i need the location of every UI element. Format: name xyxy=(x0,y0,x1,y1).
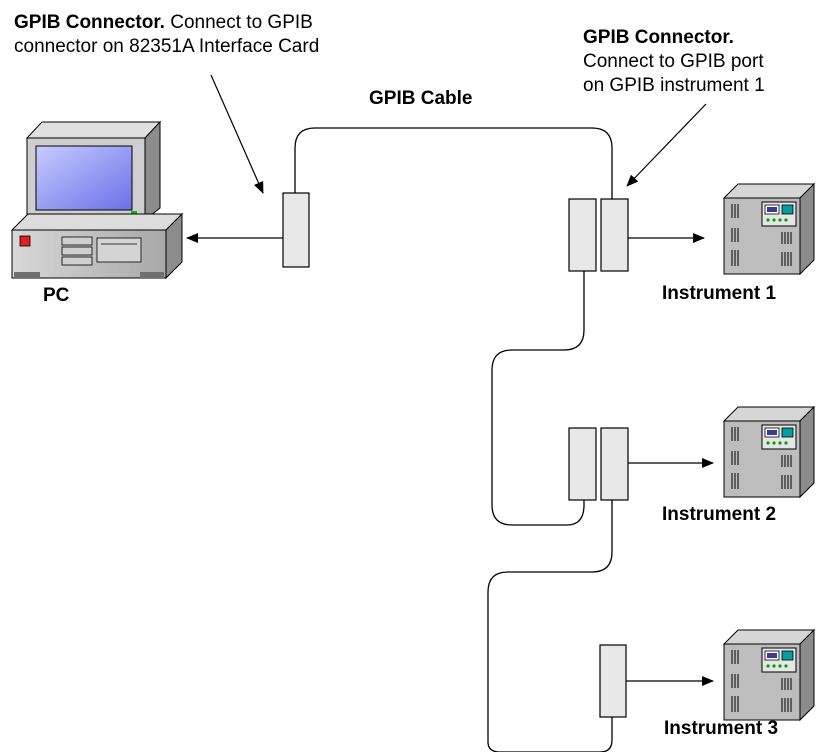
gpib-cable-middle xyxy=(491,271,585,526)
instrument-3-icon xyxy=(723,629,815,721)
instrument-connector-callout-arrow xyxy=(626,103,707,187)
pc-connector-desc2: connector on 82351A Interface Card xyxy=(14,36,319,57)
pc-connector-callout-arrow xyxy=(210,74,264,194)
instrument-1-connector-right xyxy=(600,198,629,272)
instrument-1-label: Instrument 1 xyxy=(662,283,776,304)
instrument-2-connector-left xyxy=(568,427,597,501)
instrument-connector-desc2: on GPIB instrument 1 xyxy=(583,75,765,96)
pc-connector-callout-line1: GPIB Connector. Connect to GPIB xyxy=(14,12,313,33)
instrument-1-connector-left xyxy=(568,198,597,272)
gpib-cable-bottom xyxy=(487,500,613,752)
pc-connector-desc1: Connect to GPIB xyxy=(165,12,313,33)
instrument-3-label: Instrument 3 xyxy=(664,718,778,739)
desktop-computer-icon xyxy=(10,120,184,280)
gpib-cable-top xyxy=(294,127,613,200)
pc-label: PC xyxy=(43,285,70,306)
gpib-cable-label: GPIB Cable xyxy=(369,88,472,109)
pc-gpib-connector xyxy=(282,192,310,268)
instrument-1-icon xyxy=(723,183,815,275)
instrument-2-label: Instrument 2 xyxy=(662,504,776,525)
instrument-3-connector xyxy=(599,644,627,718)
instrument-2-icon xyxy=(723,406,815,498)
instrument-2-connector-right xyxy=(600,427,629,501)
pc-connector-title: GPIB Connector. xyxy=(14,12,165,33)
instrument-connector-title: GPIB Connector. xyxy=(583,27,734,48)
instrument-connector-desc1: Connect to GPIB port xyxy=(583,51,764,72)
